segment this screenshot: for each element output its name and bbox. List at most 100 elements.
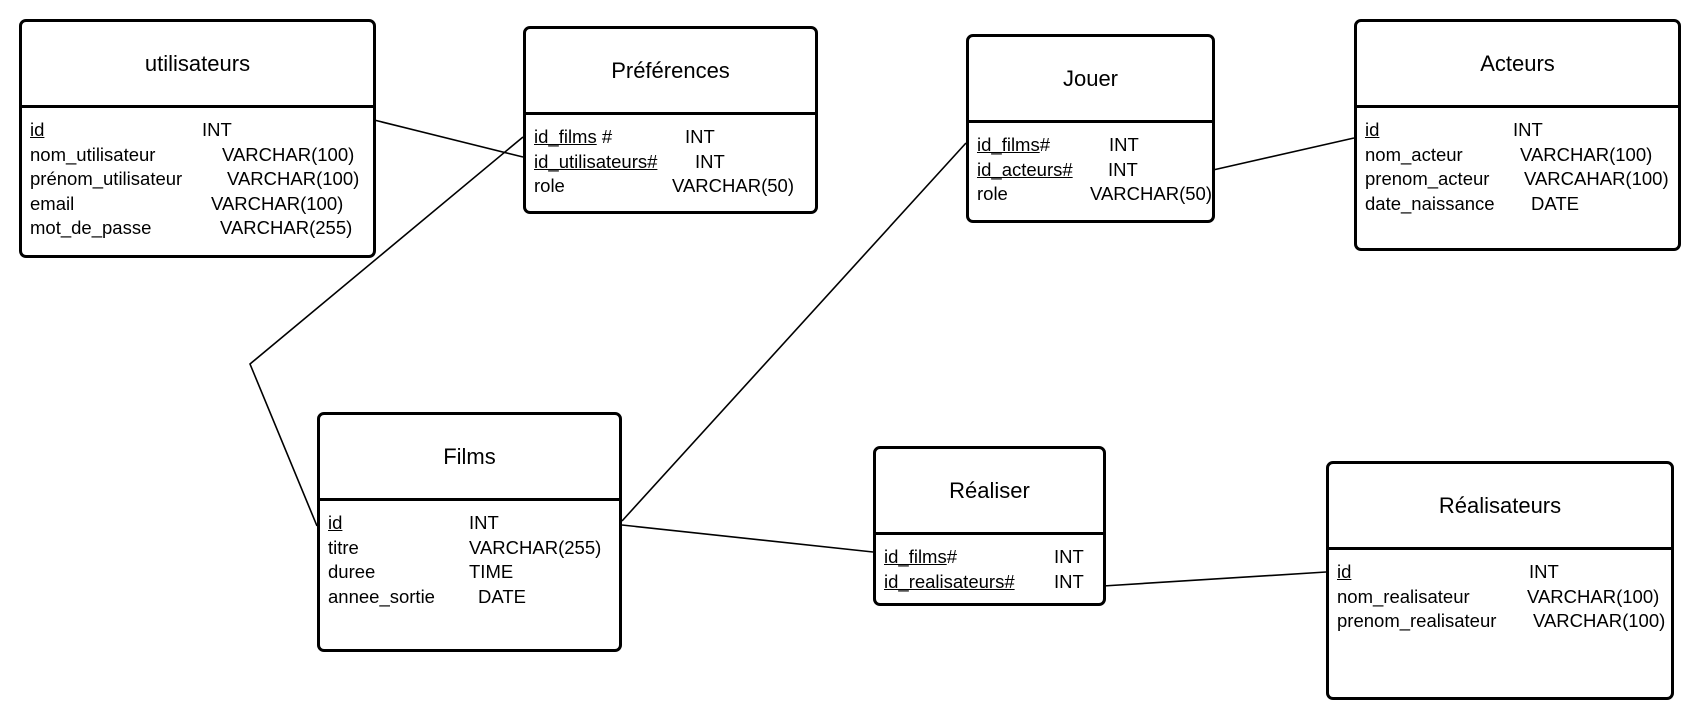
attribute-type: INT: [469, 512, 499, 533]
foreign-key-marker: #: [596, 126, 613, 147]
attribute-type: INT: [1513, 119, 1543, 140]
attribute-type: TIME: [469, 561, 514, 582]
attribute-name: id_acteurs#: [977, 158, 1073, 180]
attribute-type: VARCHAR(255): [469, 536, 602, 558]
attribute-row: id_films# INT: [884, 545, 1099, 570]
attribute-type: INT: [1054, 570, 1084, 592]
attribute-name: prenom_realisateur: [1337, 610, 1497, 631]
attribute-type: INT: [1529, 561, 1559, 582]
foreign-key-marker: #: [1039, 134, 1051, 155]
attribute-row: role VARCHAR(50): [977, 182, 1212, 207]
attribute-type: DATE: [1531, 192, 1579, 214]
attribute-list: id INT nom_acteur VARCHAR(100) prenom_ac…: [1365, 118, 1674, 216]
attribute-type: VARCHAR(100): [227, 168, 360, 189]
link-preferences-films: [249, 136, 524, 527]
entity-title: Réaliser: [876, 449, 1103, 535]
attribute-row: mot_de_passe VARCHAR(255): [30, 216, 369, 241]
attribute-name: duree: [328, 561, 376, 582]
attribute-row: id_films # INT: [534, 125, 811, 150]
attribute-name: mot_de_passe: [30, 217, 152, 238]
attribute-row: date_naissance DATE: [1365, 192, 1674, 217]
attribute-type: VARCHAR(50): [672, 175, 794, 196]
attribute-name: id_realisateurs#: [884, 570, 1015, 592]
attribute-name: id_utilisateurs#: [534, 150, 658, 172]
attribute-row: id INT: [30, 118, 369, 143]
link-utilisateurs-preferences: [373, 119, 524, 158]
attribute-name: nom_acteur: [1365, 143, 1463, 165]
attribute-name: nom_realisateur: [1337, 585, 1470, 607]
attribute-name: date_naissance: [1365, 192, 1495, 214]
attribute-row: prenom_acteur VARCAHAR(100): [1365, 167, 1674, 192]
entity-title: Réalisateurs: [1329, 464, 1671, 550]
attribute-name: role: [534, 175, 565, 196]
attribute-name: id: [1337, 561, 1352, 582]
link-realiser-realisateurs: [1102, 571, 1327, 587]
attribute-type: INT: [1054, 546, 1084, 567]
attribute-row: nom_acteur VARCHAR(100): [1365, 143, 1674, 168]
attribute-row: duree TIME: [328, 560, 615, 585]
attribute-list: id INT nom_utilisateur VARCHAR(100) prén…: [30, 118, 369, 241]
attribute-type: VARCAHAR(100): [1524, 168, 1669, 189]
attribute-type: VARCHAR(100): [1527, 585, 1660, 607]
attribute-type: VARCHAR(100): [1533, 610, 1666, 631]
entity-preferences: Préférences id_films # INT id_utilisateu…: [523, 26, 818, 214]
attribute-name-group: id_films#: [884, 545, 957, 570]
attribute-row: id_utilisateurs# INT: [534, 150, 811, 175]
entity-utilisateurs: utilisateurs id INT nom_utilisateur VARC…: [19, 19, 376, 258]
attribute-type: VARCHAR(255): [220, 217, 353, 238]
attribute-name: annee_sortie: [328, 585, 435, 607]
entity-title: utilisateurs: [22, 22, 373, 108]
attribute-name: email: [30, 192, 75, 214]
entity-title: Préférences: [526, 29, 815, 115]
entity-realisateurs: Réalisateurs id INT nom_realisateur VARC…: [1326, 461, 1674, 700]
attribute-type: INT: [685, 126, 715, 147]
attribute-type: DATE: [478, 585, 526, 607]
link-films-jouer: [621, 142, 967, 522]
link-jouer-acteurs: [1212, 137, 1355, 171]
attribute-type: INT: [1109, 134, 1139, 155]
attribute-type: VARCHAR(100): [211, 192, 344, 214]
attribute-row: email VARCHAR(100): [30, 192, 369, 217]
attribute-row: id_films# INT: [977, 133, 1208, 158]
attribute-type: VARCHAR(100): [1520, 143, 1653, 165]
attribute-name: role: [977, 183, 1008, 204]
attribute-row: prenom_realisateur VARCHAR(100): [1337, 609, 1667, 634]
entity-acteurs: Acteurs id INT nom_acteur VARCHAR(100) p…: [1354, 19, 1681, 251]
attribute-name: id_films: [884, 546, 947, 567]
attribute-name: id: [1365, 119, 1380, 140]
attribute-list: id INT titre VARCHAR(255) duree TIME ann…: [328, 511, 615, 609]
attribute-row: prénom_utilisateur VARCHAR(100): [30, 167, 369, 192]
attribute-name: id: [30, 119, 45, 140]
attribute-row: nom_realisateur VARCHAR(100): [1337, 585, 1667, 610]
attribute-row: id INT: [1365, 118, 1674, 143]
entity-title: Jouer: [969, 37, 1212, 123]
entity-films: Films id INT titre VARCHAR(255) duree TI…: [317, 412, 622, 652]
attribute-name: id_films: [977, 134, 1040, 155]
attribute-list: id INT nom_realisateur VARCHAR(100) pren…: [1337, 560, 1667, 634]
attribute-row: nom_utilisateur VARCHAR(100): [30, 143, 369, 168]
attribute-name: prénom_utilisateur: [30, 168, 183, 189]
attribute-row: annee_sortie DATE: [328, 585, 615, 610]
attribute-type: INT: [1108, 158, 1138, 180]
attribute-row: id INT: [1337, 560, 1667, 585]
entity-title: Acteurs: [1357, 22, 1678, 108]
attribute-row: role VARCHAR(50): [534, 174, 811, 199]
foreign-key-marker: #: [946, 546, 958, 567]
attribute-name: id_films: [534, 126, 597, 147]
attribute-name-group: id_films#: [977, 133, 1050, 158]
attribute-name: titre: [328, 536, 359, 558]
attribute-type: VARCHAR(100): [222, 143, 355, 165]
attribute-list: id_films# INT id_realisateurs# INT: [884, 545, 1099, 594]
attribute-type: VARCHAR(50): [1090, 183, 1212, 204]
attribute-type: INT: [202, 119, 232, 140]
entity-title: Films: [320, 415, 619, 501]
attribute-row: id INT: [328, 511, 615, 536]
attribute-list: id_films# INT id_acteurs# INT role VARCH…: [977, 133, 1212, 207]
attribute-row: titre VARCHAR(255): [328, 536, 615, 561]
attribute-row: id_acteurs# INT: [977, 158, 1208, 183]
attribute-name: nom_utilisateur: [30, 143, 156, 165]
entity-jouer: Jouer id_films# INT id_acteurs# INT role…: [966, 34, 1215, 223]
entity-realiser: Réaliser id_films# INT id_realisateurs# …: [873, 446, 1106, 606]
